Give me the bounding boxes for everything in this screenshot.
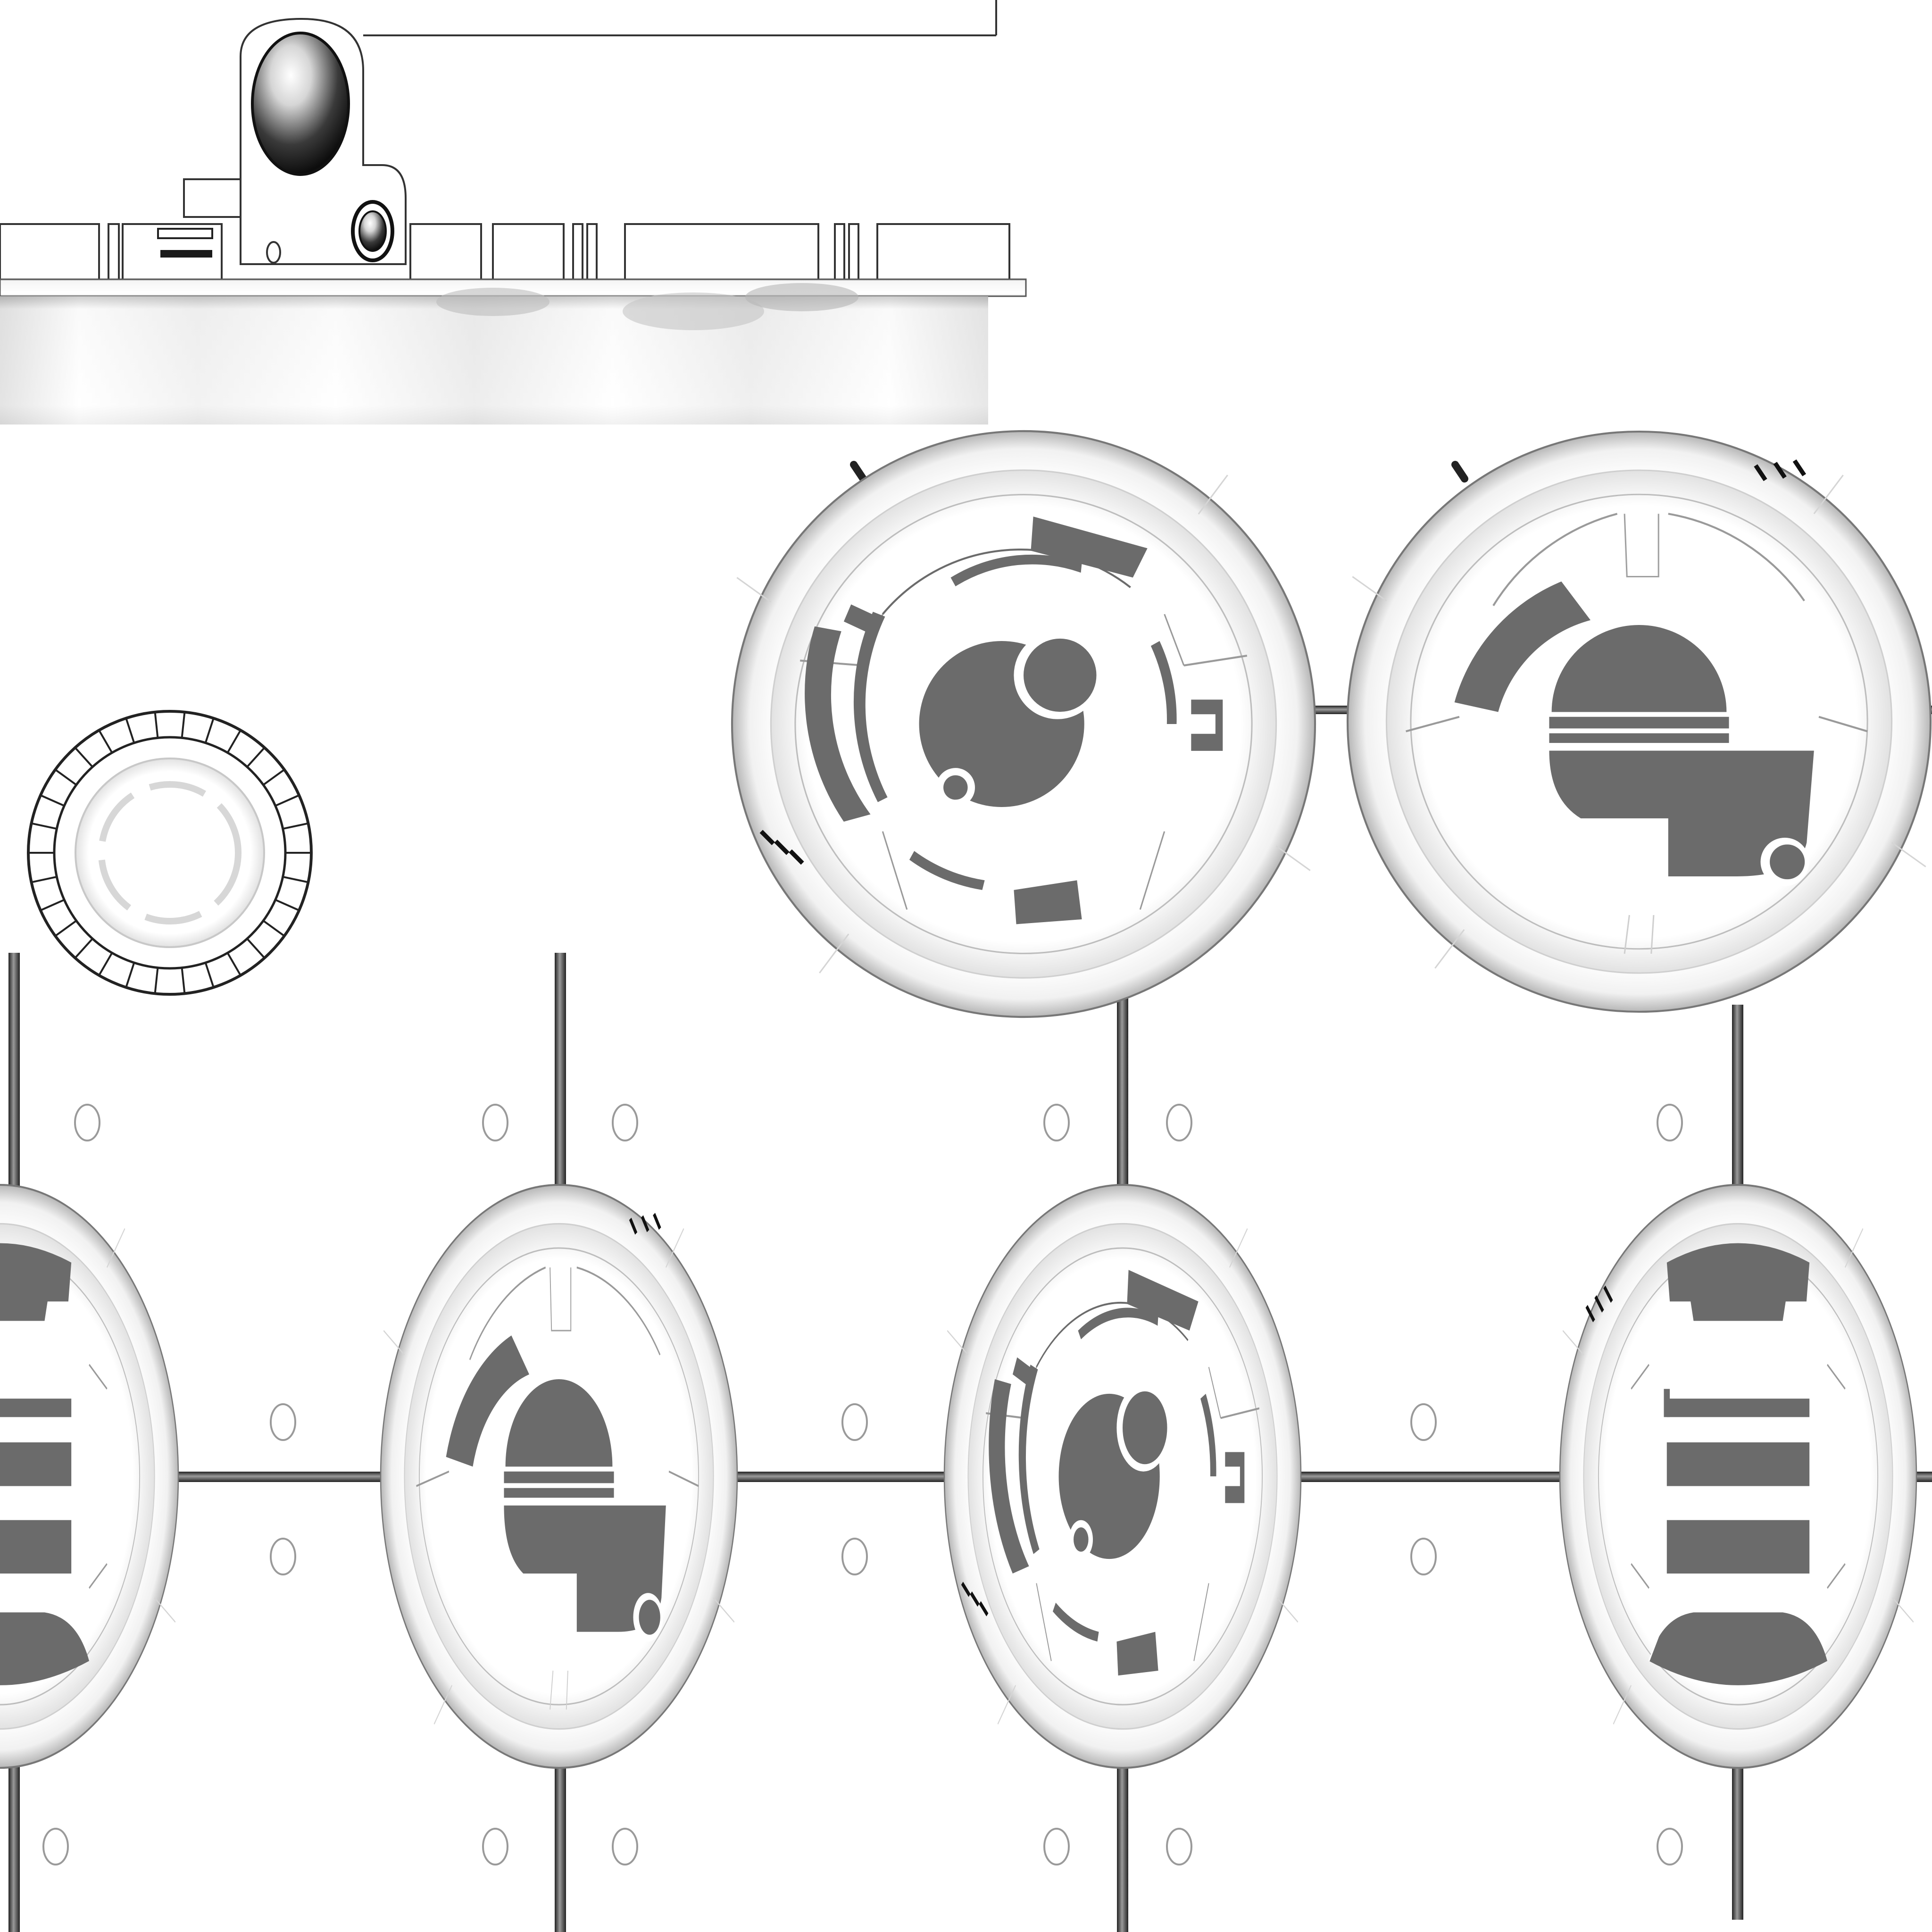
screw-hole-icon	[1657, 1104, 1683, 1141]
radar-eye-icon	[251, 32, 350, 176]
vent-segment	[154, 967, 159, 994]
bb8-panel-type-a-icon	[732, 431, 1315, 1017]
vent-segment	[275, 794, 300, 807]
screw-hole-icon	[612, 1828, 638, 1865]
vent-segment	[31, 822, 57, 830]
screw-hole-icon	[1410, 1538, 1437, 1575]
vent-segment	[263, 920, 285, 937]
rod-vertical	[1117, 1764, 1128, 1932]
vent-segment	[40, 899, 65, 911]
screw-hole-icon	[1657, 1828, 1683, 1865]
vent-segment	[283, 822, 308, 830]
vent-segment	[31, 875, 57, 883]
bb8-head-strip-icon	[0, 0, 1027, 425]
screw-hole-icon	[42, 1828, 69, 1865]
vent-segment	[154, 712, 159, 738]
vent-segment	[40, 794, 65, 807]
vent-segment	[98, 730, 113, 753]
screw-hole-icon	[841, 1538, 868, 1575]
rod-vertical	[1117, 981, 1128, 1198]
rod-vertical	[8, 953, 20, 1198]
screw-hole-icon	[482, 1828, 508, 1865]
vent-segment	[74, 938, 93, 959]
screw-hole-icon	[1043, 1828, 1070, 1865]
bb8-panel-type-c-icon	[1560, 1185, 1916, 1768]
bb8-panel-type-c-icon	[0, 1185, 178, 1768]
bb8-panel-type-b-icon	[381, 1185, 737, 1768]
bb8-panel-type-b-icon	[1348, 432, 1931, 1012]
bb8-panel-type-a-icon	[944, 1185, 1301, 1768]
antenna-nub-icon	[850, 461, 867, 483]
screw-hole-icon	[270, 1538, 296, 1575]
screw-holes	[42, 1104, 1683, 1865]
vent-segment	[74, 747, 93, 768]
vent-segment	[204, 962, 215, 988]
vent-segment	[283, 875, 308, 883]
antenna-nub-icon	[1451, 461, 1468, 483]
vent-segment	[275, 899, 300, 911]
rod-vertical	[1732, 1764, 1743, 1920]
vent-segment	[226, 730, 242, 753]
screw-hole-icon	[612, 1104, 638, 1141]
vent-segment	[246, 938, 266, 959]
holo-projector-icon	[358, 210, 387, 252]
rod-vertical	[555, 1764, 566, 1932]
screw-hole-icon	[1410, 1403, 1437, 1441]
rod-vertical	[555, 953, 566, 1198]
screw-hole-icon	[1043, 1104, 1070, 1141]
vent-segment	[246, 747, 266, 768]
vent-segment	[263, 769, 285, 786]
vent-ring-icon	[27, 710, 313, 996]
screw-hole-icon	[482, 1104, 508, 1141]
vent-segment	[204, 718, 215, 743]
vent-segment	[125, 962, 135, 988]
screw-hole-icon	[270, 1403, 296, 1441]
vent-segment	[98, 952, 113, 976]
vent-segment	[226, 952, 242, 976]
vent-segment	[55, 769, 77, 786]
panel-upper-2	[1348, 432, 1931, 1012]
vent-segment	[125, 718, 135, 743]
rod-vertical	[1732, 1005, 1743, 1198]
vent-segment	[181, 712, 186, 738]
screw-hole-icon	[1166, 1104, 1192, 1141]
vent-segment	[55, 920, 77, 937]
screw-hole-icon	[74, 1104, 100, 1141]
vent-segment	[181, 967, 186, 994]
screw-hole-icon	[841, 1403, 868, 1441]
panel-upper-1	[732, 431, 1315, 1017]
rod-vertical	[8, 1764, 20, 1932]
screw-hole-icon	[1166, 1828, 1192, 1865]
